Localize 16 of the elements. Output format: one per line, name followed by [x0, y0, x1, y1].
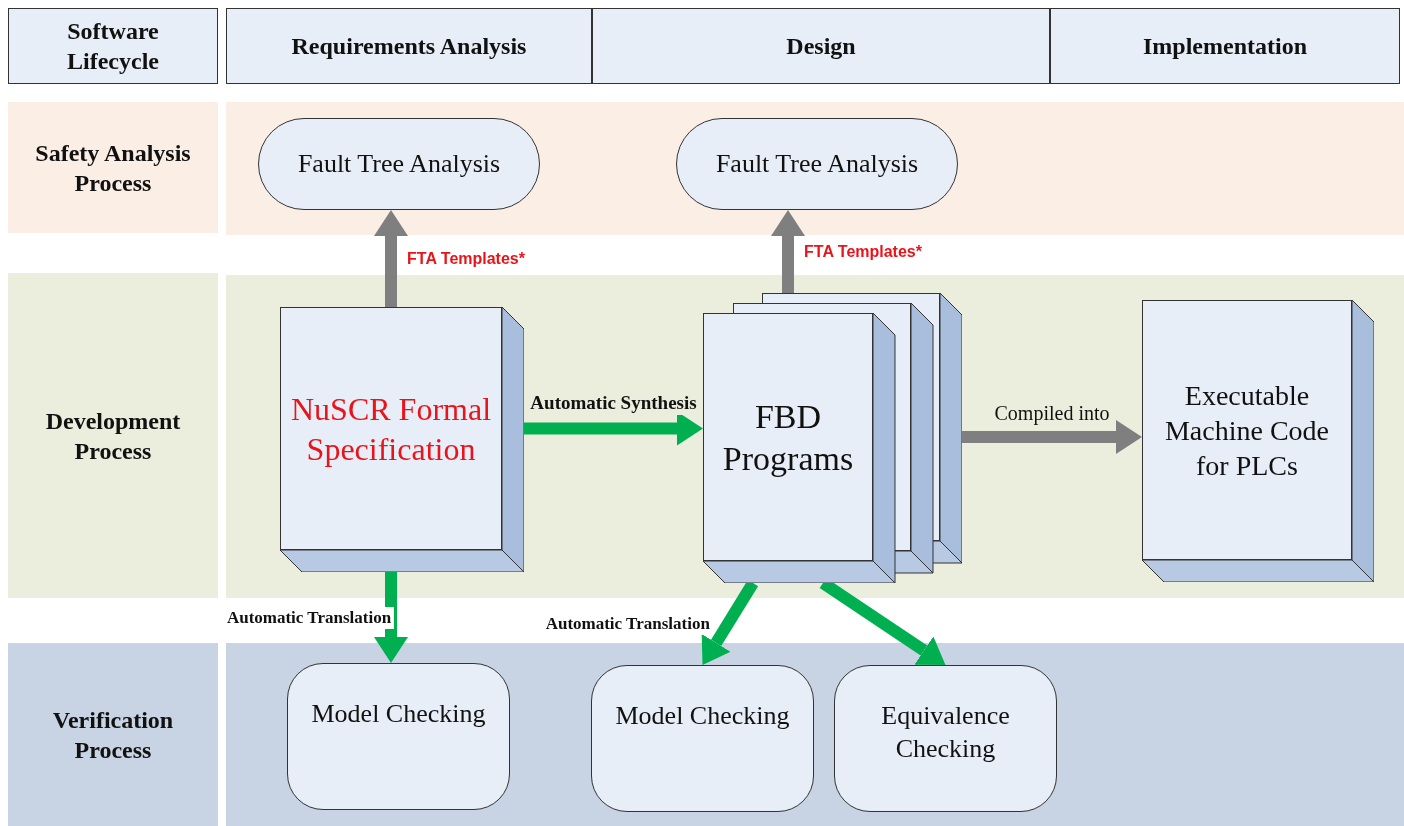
header-cell: Requirements Analysis [226, 8, 592, 84]
lane-header: Verification Process [8, 643, 218, 826]
arrow [962, 420, 1142, 454]
arrow [374, 572, 408, 663]
process-pill: Fault Tree Analysis [258, 118, 540, 210]
arrow [771, 210, 805, 293]
header-cell: Implementation [1050, 8, 1400, 84]
lane-header: Development Process [8, 273, 218, 598]
process-box: Model Checking [287, 663, 510, 810]
header-cell: Design [592, 8, 1050, 84]
process-box: Model Checking [591, 665, 814, 812]
header-cell: Software Lifecycle [8, 8, 218, 84]
process-pill: Fault Tree Analysis [676, 118, 958, 210]
arrow [374, 210, 408, 307]
process-box: Equivalence Checking [834, 665, 1057, 812]
lane-header: Safety Analysis Process [8, 102, 218, 233]
